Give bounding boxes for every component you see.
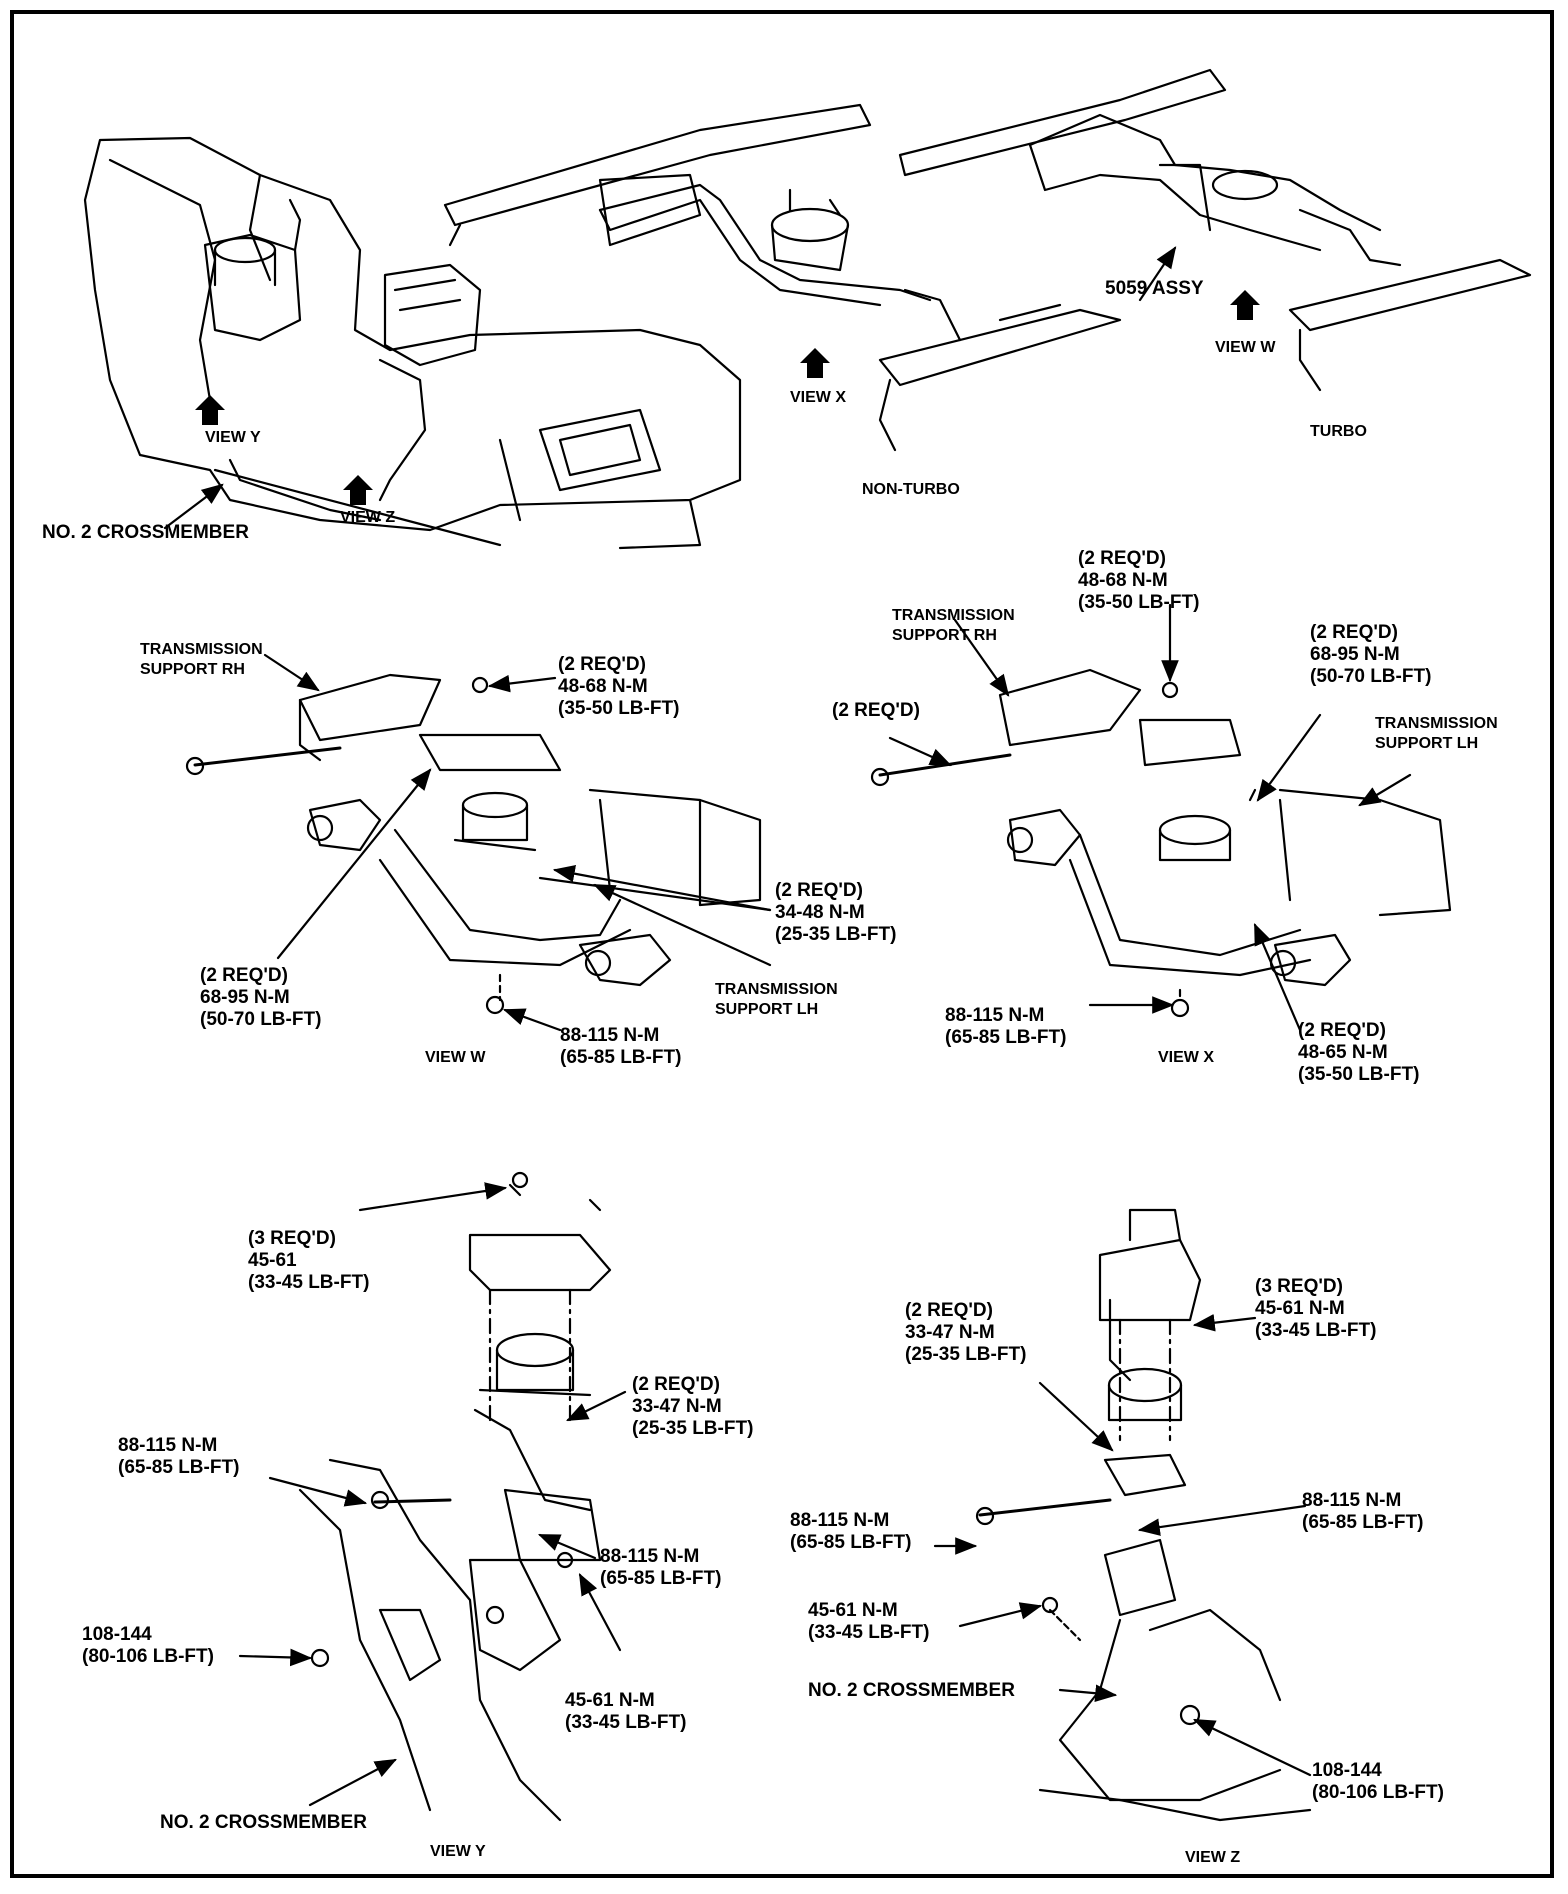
view-w-arrow-icon	[1230, 290, 1260, 320]
view-w-bolt-left-spec: (2 REQ'D)68-95 N-M(50-70 LB-FT)	[200, 965, 322, 1030]
non-turbo-frame-drawing	[443, 103, 1122, 452]
diagram-frame	[10, 10, 1554, 1878]
turbo-frame-drawing	[898, 68, 1532, 392]
view-x-bolt-left-spec: (2 REQ'D)	[832, 700, 920, 721]
view-x-nut-bottom-spec: 88-115 N-M(65-85 LB-FT)	[945, 1005, 1067, 1048]
view-y-mid-bolts-spec: (2 REQ'D)33-47 N-M(25-35 LB-FT)	[632, 1374, 754, 1439]
view-w-nut-top-spec: (2 REQ'D)48-68 N-M(35-50 LB-FT)	[558, 654, 680, 719]
view-z-crossmember-label: NO. 2 CROSSMEMBER	[808, 1680, 1015, 1701]
view-w-label: VIEW W	[1215, 339, 1276, 356]
view-y-crossmember-label: NO. 2 CROSSMEMBER	[160, 1812, 367, 1833]
view-z-lower-nut-spec: 108-144(80-106 LB-FT)	[1312, 1760, 1444, 1803]
view-y-lower-nut-spec: 108-144(80-106 LB-FT)	[82, 1624, 214, 1667]
view-w-drawing	[185, 673, 762, 1015]
engine-bay-drawing	[83, 136, 742, 550]
view-x-label: VIEW X	[790, 389, 847, 406]
view-y-top-bolts-spec: (3 REQ'D)45-61(33-45 LB-FT)	[248, 1228, 370, 1293]
view-z-arrow-icon	[343, 475, 373, 505]
assy-label: 5059 ASSY	[1105, 278, 1204, 299]
view-y-leaders	[238, 1182, 627, 1807]
view-w-caption: VIEW W	[425, 1049, 486, 1066]
view-z-through-bolt-spec: 88-115 N-M(65-85 LB-FT)	[790, 1510, 912, 1553]
view-y-through-bolt-spec: 88-115 N-M(65-85 LB-FT)	[118, 1435, 240, 1478]
view-w-leaders	[263, 653, 772, 1032]
view-z-label: VIEW Z	[340, 509, 396, 526]
view-x-arrow-icon	[800, 348, 830, 378]
view-x-leaders	[888, 603, 1412, 1032]
view-y-drawing	[298, 1171, 612, 1822]
view-z-drawing	[975, 1208, 1312, 1822]
view-x-caption: VIEW X	[1158, 1049, 1215, 1066]
non-turbo-label: NON-TURBO	[862, 481, 960, 498]
view-y-arrow-icon	[195, 395, 225, 425]
view-w-nut-bottom-spec: 88-115 N-M(65-85 LB-FT)	[560, 1025, 682, 1068]
top-leaders	[163, 246, 1177, 530]
view-z-caption: VIEW Z	[1185, 1849, 1241, 1866]
view-x-nut-top-spec: (2 REQ'D)48-68 N-M(35-50 LB-FT)	[1078, 548, 1200, 613]
view-z-leaders	[933, 1313, 1312, 1777]
view-y-caption: VIEW Y	[430, 1843, 486, 1860]
view-x-drawing	[870, 668, 1452, 1018]
view-y-label: VIEW Y	[205, 429, 261, 446]
turbo-label: TURBO	[1310, 423, 1367, 440]
crossmember-label: NO. 2 CROSSMEMBER	[42, 522, 249, 543]
view-x-bolt-lower-right-spec: (2 REQ'D)48-65 N-M(35-50 LB-FT)	[1298, 1020, 1420, 1085]
view-y-side-bolt-spec: 45-61 N-M(33-45 LB-FT)	[565, 1690, 687, 1733]
view-x-bolt-right-spec: (2 REQ'D)68-95 N-M(50-70 LB-FT)	[1310, 622, 1432, 687]
view-z-top-bolts-spec: (3 REQ'D)45-61 N-M(33-45 LB-FT)	[1255, 1276, 1377, 1341]
view-w-bolt-mid-spec: (2 REQ'D)34-48 N-M(25-35 LB-FT)	[775, 880, 897, 945]
view-z-mount-nut-spec: 88-115 N-M(65-85 LB-FT)	[1302, 1490, 1424, 1533]
view-z-side-bolt-spec: 45-61 N-M(33-45 LB-FT)	[808, 1600, 930, 1643]
view-z-mid-bolts-spec: (2 REQ'D)33-47 N-M(25-35 LB-FT)	[905, 1300, 1027, 1365]
view-y-mount-nut-spec: 88-115 N-M(65-85 LB-FT)	[600, 1546, 722, 1589]
